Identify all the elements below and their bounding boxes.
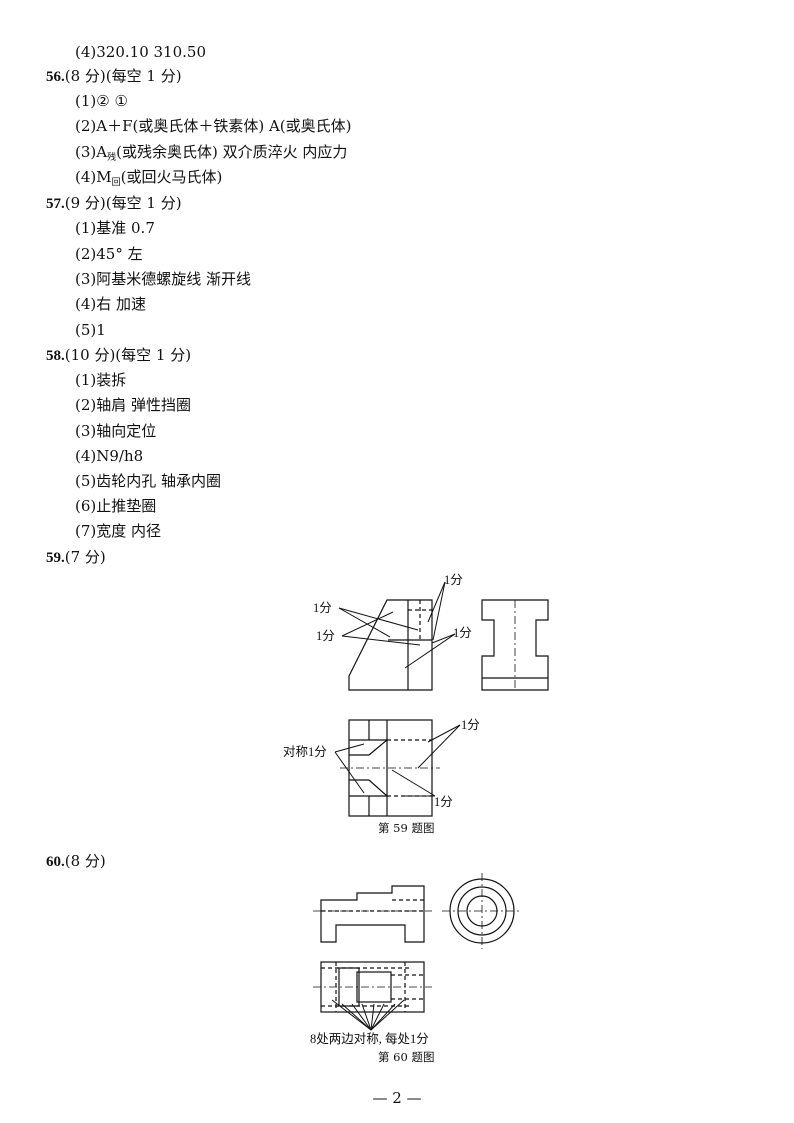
q56-item-2: (2)A＋F(或奥氏体＋铁素体) A(或奥氏体): [75, 117, 352, 135]
q56-score: (8 分)(每空 1 分): [64, 67, 182, 85]
q56-item-3-main: (3)A: [75, 143, 108, 161]
q60-annotation: 8处两边对称, 每处1分: [310, 1031, 429, 1046]
q58-item-5: (5)齿轮内孔 轴承内圈: [75, 472, 222, 490]
q58-item-2: (2)轴肩 弹性挡圈: [75, 396, 192, 414]
q59-label-5: 1分: [461, 718, 480, 732]
q58-item-6: (6)止推垫圈: [75, 497, 157, 515]
q59-side-view: [481, 599, 549, 691]
q57-number: 57.: [46, 196, 65, 212]
q59-caption: 第 59 题图: [378, 821, 435, 835]
q60-caption: 第 60 题图: [378, 1050, 435, 1064]
q58-item-4: (4)N9/h8: [75, 447, 144, 465]
q57-item-2: (2)45° 左: [75, 245, 143, 263]
q59-header: 59.(7 分): [46, 547, 106, 568]
q58-score: (10 分)(每空 1 分): [64, 346, 192, 364]
q60-top-view: [313, 961, 432, 1013]
q60-score: (8 分): [64, 852, 106, 870]
q59-label-2: 1分: [313, 601, 332, 615]
q56-item-1: (1)② ①: [75, 92, 128, 110]
q59-top-view: [340, 719, 440, 817]
q59-score: (7 分): [64, 548, 106, 566]
q60-side-view: [442, 873, 522, 949]
q60-header: 60.(8 分): [46, 851, 106, 872]
q56-item-3: (3)A残(或残余奥氏体) 双介质淬火 内应力: [75, 142, 347, 168]
q60-front-view: [313, 885, 432, 943]
q56-item-4-main: (4)M: [75, 168, 112, 186]
q57-item-5: (5)1: [75, 321, 106, 339]
q56-item-4: (4)M回(或回火马氏体): [75, 167, 222, 193]
q58-item-1: (1)装拆: [75, 371, 127, 389]
q59-number: 59.: [46, 550, 65, 566]
q59-label-symmetry: 对称1分: [283, 745, 327, 759]
q59-leader-lines: [334, 581, 461, 797]
q57-score: (9 分)(每空 1 分): [64, 194, 182, 212]
page-number: — 2 —: [372, 1089, 422, 1107]
q57-item-4: (4)右 加速: [75, 295, 147, 313]
q57-item-1: (1)基准 0.7: [75, 219, 155, 237]
q56-item-4-subscript: 回: [111, 178, 121, 188]
q56-number: 56.: [46, 69, 65, 85]
q59-label-6: 1分: [434, 795, 453, 809]
q58-number: 58.: [46, 348, 65, 364]
q59-front-view: [348, 599, 433, 691]
q56-item-3-subscript: 残: [107, 153, 117, 163]
q58-item-3: (3)轴向定位: [75, 422, 157, 440]
q59-label-1: 1分: [444, 573, 463, 587]
q58-header: 58.(10 分)(每空 1 分): [46, 345, 191, 366]
q56-item-4-rest: (或回火马氏体): [120, 168, 223, 186]
q57-item-3: (3)阿基米德螺旋线 渐开线: [75, 270, 252, 288]
q56-item-3-rest: (或残余奥氏体) 双介质淬火 内应力: [116, 143, 348, 161]
q60-number: 60.: [46, 854, 65, 870]
q57-header: 57.(9 分)(每空 1 分): [46, 193, 182, 214]
q56-header: 56.(8 分)(每空 1 分): [46, 66, 182, 87]
q60-leader-lines: [331, 999, 405, 1031]
q58-item-7: (7)宽度 内径: [75, 522, 162, 540]
q59-label-4: 1分: [453, 626, 472, 640]
q59-label-3: 1分: [316, 629, 335, 643]
